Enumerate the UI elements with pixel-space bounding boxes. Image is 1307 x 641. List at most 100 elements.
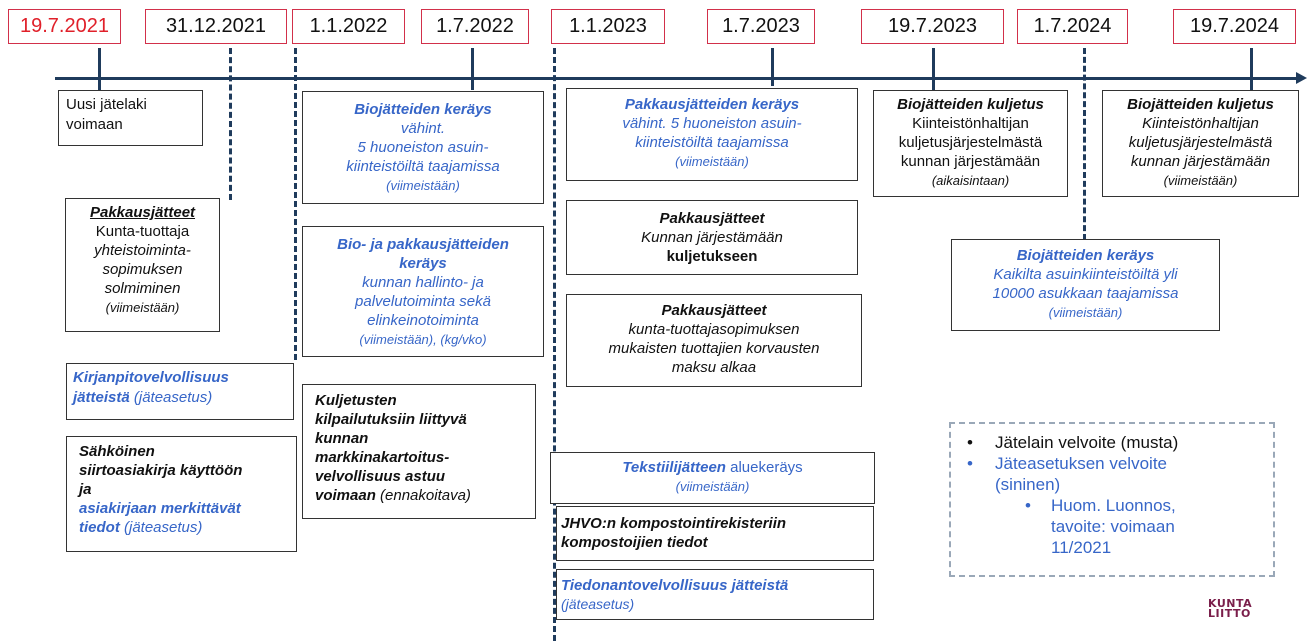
biojat-2024-title: Biojätteiden keräys [1016, 247, 1155, 264]
tick-19-7-2023 [932, 48, 935, 90]
connector-1-7-2024 [1083, 48, 1086, 240]
biopakkaus-line3: elinkeinotoiminta [367, 312, 479, 329]
date-box-19-7-2023: 19.7.2023 [861, 9, 1004, 44]
date-box-1-1-2023: 1.1.2023 [551, 9, 665, 44]
biojatteet-2022-line4: (viimeistään) [386, 178, 460, 193]
box-pakkausjatteet-sopimus: Pakkausjätteet Kunta-tuottaja yhteistoim… [65, 198, 220, 332]
pakkaus-2023b-line2: kuljetukseen [666, 248, 758, 265]
pakkausjatteet-line2: yhteistoiminta- [94, 242, 191, 259]
bullet-icon: • [1025, 496, 1031, 515]
sahkoinen-line1: Sähköinen [79, 443, 155, 460]
biojatteet-2022-line2: 5 huoneiston asuin- [357, 139, 489, 156]
sahkoinen-line3: ja [79, 481, 92, 498]
kuljetusten-line6: voimaan [315, 487, 376, 504]
kuljetusten-line4: markkinakartoitus- [315, 449, 450, 466]
pakkausjatteet-title: Pakkausjätteet [89, 204, 196, 221]
box-biojatteiden-kerays-2024: Biojätteiden keräys Kaikilta asuinkiinte… [951, 239, 1220, 331]
pakkaus-2023a-line1: vähint. 5 huoneiston asuin- [622, 115, 802, 132]
legend-sub-line2: tavoite: voimaan [1051, 517, 1175, 536]
biojat-2024-line1: Kaikilta asuinkiinteistöiltä yli [993, 266, 1178, 283]
tekstiili-title: Tekstiilijätteen [622, 459, 726, 476]
box-tiedonantovelvollisuus: Tiedonantovelvollisuus jätteistä (jäteas… [556, 569, 874, 620]
legend-item-law: • Jätelain velvoite (musta) [965, 432, 1259, 453]
bullet-icon: • [967, 454, 973, 473]
date-box-19-7-2021: 19.7.2021 [8, 9, 121, 44]
biopakkaus-line4: (viimeistään), (kg/vko) [359, 332, 487, 347]
kuljetusten-line5: velvollisuus astuu [315, 468, 446, 485]
kuljetusten-line2: kilpailutuksiin liittyvä [315, 411, 467, 428]
biopakkaus-line1: kunnan hallinto- ja [362, 274, 484, 291]
jhvo-line1: JHVO:n kompostointirekisteriin [561, 515, 787, 532]
pakkausjatteet-line1: Kunta-tuottaja [95, 223, 190, 240]
biopakkaus-title1: Bio- ja pakkausjätteiden [337, 236, 509, 253]
connector-31-12-2021 [229, 48, 232, 200]
connector-1-1-2023 [553, 48, 556, 641]
biojatteet-2022-line1: vähint. [400, 120, 446, 137]
pakkaus-2023c-line3: maksu alkaa [671, 359, 757, 376]
bioj-kulj-2024-line2: kuljetusjärjestelmästä [1128, 134, 1273, 151]
pakkaus-2023c-title: Pakkausjätteet [661, 302, 767, 319]
pakkaus-2023a-line2: kiinteistöiltä taajamissa [635, 134, 789, 151]
bioj-kulj-2024-line1: Kiinteistönhaltijan [1142, 115, 1259, 132]
date-box-1-7-2023: 1.7.2023 [707, 9, 815, 44]
bioj-kulj-2023-line1: Kiinteistönhaltijan [912, 115, 1029, 132]
legend-item-law-text: Jätelain velvoite (musta) [995, 433, 1179, 452]
tick-19-7-2024 [1250, 48, 1253, 90]
pakkausjatteet-line3: sopimuksen [102, 261, 183, 278]
uusi-jatelaki-line1: Uusi jätelaki [66, 96, 147, 113]
biopakkaus-line2: palvelutoiminta sekä [355, 293, 491, 310]
kirjanpito-note: (jäteasetus) [129, 389, 213, 406]
box-uusi-jatelaki: Uusi jätelaki voimaan [58, 90, 203, 146]
bioj-kulj-2024-line3: kunnan järjestämään [1130, 153, 1271, 170]
kirjanpito-title2: jätteistä [73, 389, 130, 406]
legend-subitem-draft: • Huom. Luonnos, tavoite: voimaan 11/202… [965, 495, 1259, 558]
logo-line1: KUNTA [1208, 597, 1253, 610]
box-jhvo-kompostointirekisteri: JHVO:n kompostointirekisteriin kompostoi… [556, 506, 874, 561]
logo-line2: LIITTO [1208, 607, 1251, 620]
date-box-31-12-2021: 31.12.2021 [145, 9, 287, 44]
legend-sub-line1: Huom. Luonnos, [1051, 496, 1176, 515]
box-pakkausjatteet-kuljetukseen: Pakkausjätteet Kunnan järjestämään kulje… [566, 200, 858, 275]
legend-box: • Jätelain velvoite (musta) • Jäteasetuk… [949, 422, 1275, 577]
legend-sub-line3: 11/2021 [1051, 538, 1112, 557]
box-sahkoinen-siirtoasiakirja: Sähköinen siirtoasiakirja käyttöön ja as… [66, 436, 297, 552]
jhvo-line2: kompostoijien tiedot [561, 534, 708, 551]
bioj-kulj-2024-title: Biojätteiden kuljetus [1127, 96, 1274, 113]
biojatteet-2022-line3: kiinteistöiltä taajamissa [346, 158, 500, 175]
timeline-arrowhead [1296, 72, 1307, 84]
tiedonanto-title: Tiedonantovelvollisuus jätteistä [561, 577, 789, 594]
tekstiili-line1: (viimeistään) [675, 479, 750, 494]
kirjanpito-title1: Kirjanpitovelvollisuus [73, 369, 229, 386]
pakkaus-2023a-line3: (viimeistään) [675, 154, 749, 169]
sahkoinen-line4: asiakirjaan merkittävät [79, 500, 241, 517]
box-kuljetusten-kilpailutus: Kuljetusten kilpailutuksiin liittyvä kun… [302, 384, 536, 519]
box-pakkausjatteet-korvaukset: Pakkausjätteet kunta-tuottajasopimuksen … [566, 294, 862, 387]
biojat-2024-line2: 10000 asukkaan taajamissa [992, 285, 1179, 302]
bioj-kulj-2023-line2: kuljetusjärjestelmästä [898, 134, 1043, 151]
tick-1-7-2022 [471, 48, 474, 90]
tick-19-7-2021 [98, 48, 101, 90]
kuljetusten-line1: Kuljetusten [315, 392, 397, 409]
tekstiili-rest: aluekeräys [725, 459, 803, 476]
date-box-1-7-2022: 1.7.2022 [421, 9, 529, 44]
legend-item-decree: • Jäteasetuksen velvoite (sininen) [965, 453, 1259, 495]
pakkaus-2023b-line1: Kunnan järjestämään [641, 229, 783, 246]
kuntaliitto-logo: KUNTA LIITTO [1208, 597, 1253, 620]
box-bio-ja-pakkausjatteiden-kerays: Bio- ja pakkausjätteiden keräys kunnan h… [302, 226, 544, 357]
box-tekstiilijatteen-aluekerays: Tekstiilijätteen aluekeräys (viimeistään… [550, 452, 875, 504]
sahkoinen-note: (jäteasetus) [119, 519, 203, 536]
biojatteet-2022-title: Biojätteiden keräys [354, 101, 492, 118]
timeline-axis [55, 77, 1300, 80]
legend-item-decree-text1: Jäteasetuksen velvoite [995, 454, 1167, 473]
legend-item-decree-text2: (sininen) [995, 475, 1061, 494]
tick-1-7-2023 [771, 48, 774, 86]
date-box-1-1-2022: 1.1.2022 [292, 9, 405, 44]
box-pakkausjatteiden-kerays-2023: Pakkausjätteiden keräys vähint. 5 huonei… [566, 88, 858, 181]
connector-1-1-2022 [294, 48, 297, 360]
date-box-1-7-2024: 1.7.2024 [1017, 9, 1128, 44]
sahkoinen-line2: siirtoasiakirja käyttöön [79, 462, 243, 479]
biopakkaus-title2: keräys [399, 255, 447, 272]
tiedonanto-note: (jäteasetus) [561, 596, 635, 612]
bioj-kulj-2023-line3: kunnan järjestämään [900, 153, 1041, 170]
kuljetusten-line3: kunnan [315, 430, 369, 447]
